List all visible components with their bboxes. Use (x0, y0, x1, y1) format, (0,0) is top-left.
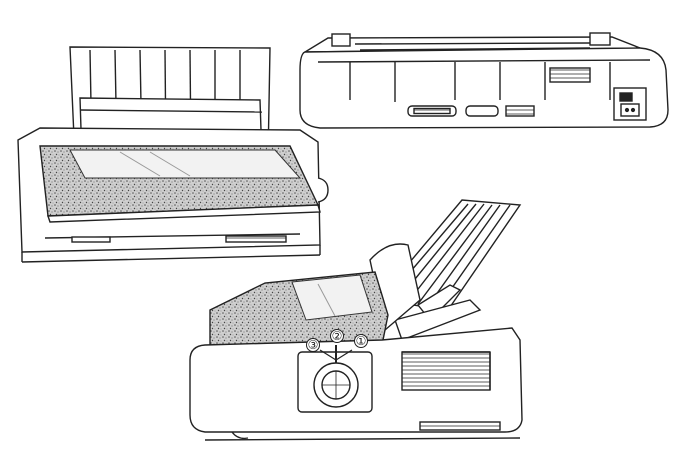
side-platen-knob (313, 345, 359, 408)
side-top-cover (209, 271, 389, 349)
power-socket (620, 103, 640, 117)
side-paper-tray (369, 199, 522, 341)
callout-1: ① (356, 334, 367, 348)
rear-power (613, 87, 647, 121)
front-view (17, 46, 329, 263)
side-view (189, 199, 523, 441)
front-top-cover (39, 145, 321, 223)
front-control-panel (71, 235, 287, 243)
rear-view (299, 32, 669, 129)
callout-markers (306, 329, 368, 352)
callout-2: ② (332, 329, 343, 343)
power-switch (619, 92, 633, 102)
callout-3: ③ (308, 338, 319, 352)
dip-switch-block (505, 105, 535, 117)
front-platen-knob (317, 177, 329, 203)
rear-body (299, 47, 669, 129)
rear-connectors (407, 105, 535, 117)
serial-port (465, 105, 499, 117)
